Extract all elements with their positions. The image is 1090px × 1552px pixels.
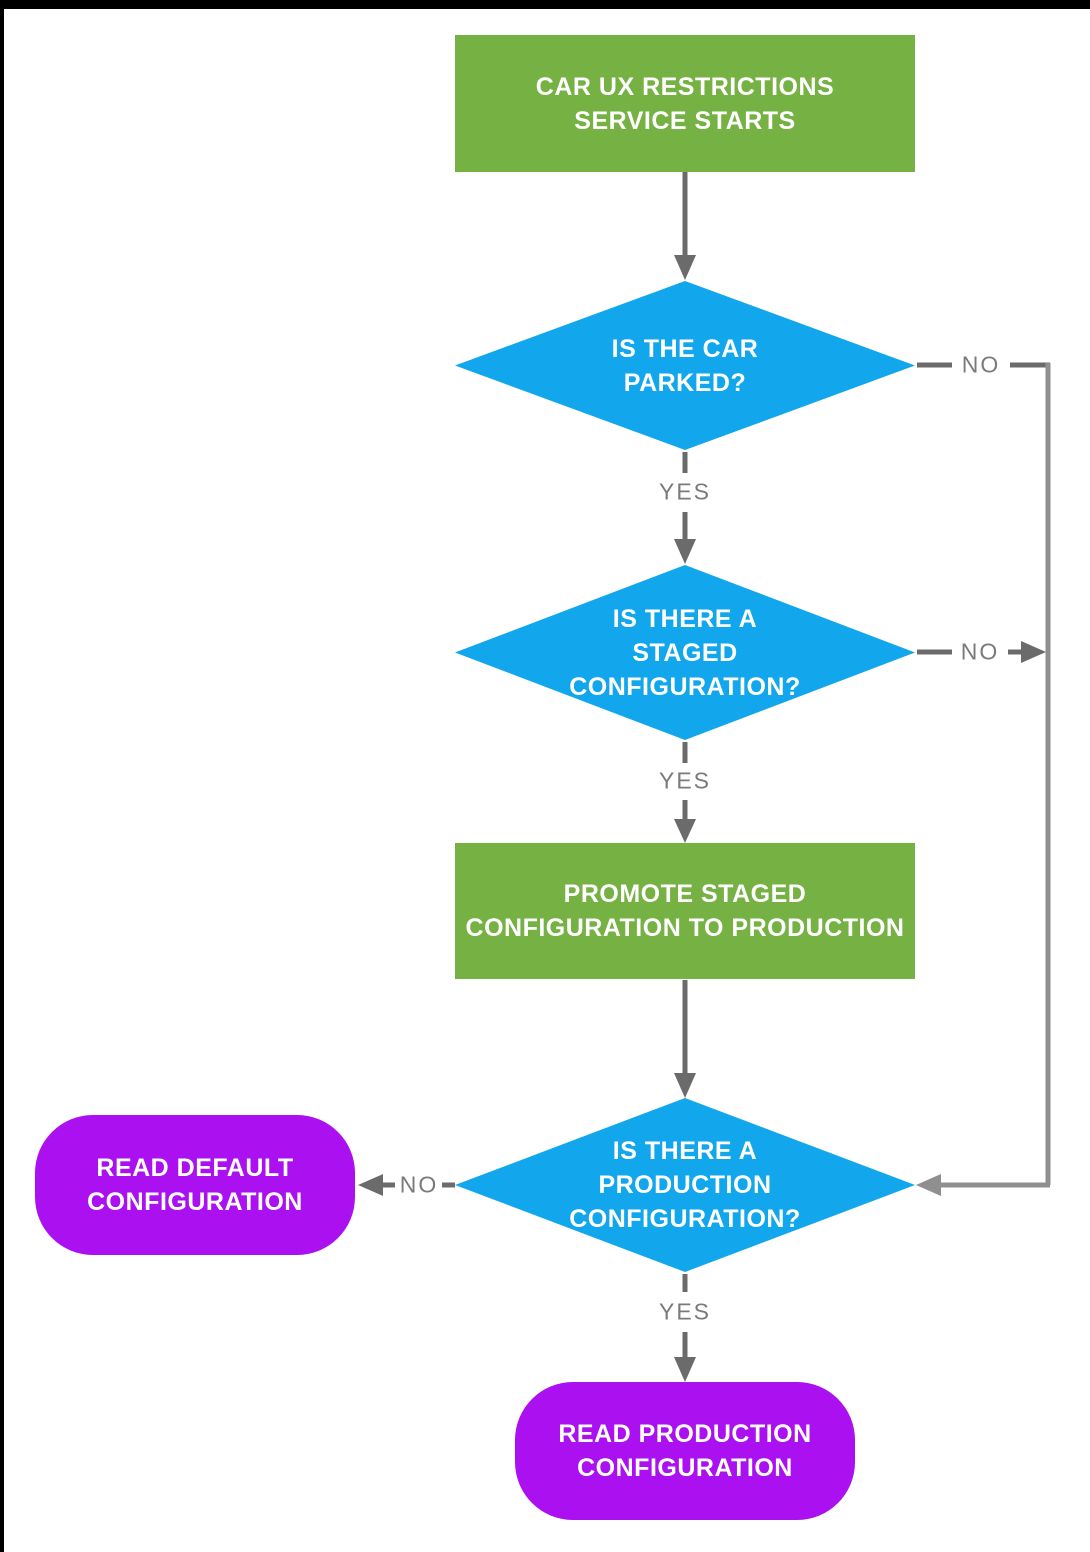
arrowhead-staged-no (1021, 641, 1046, 663)
edge-label-staged-yes: YES (658, 767, 712, 794)
edge-label-staged-no: NO (960, 638, 1000, 665)
window-left-border (0, 0, 4, 1552)
terminal-read-default-configuration: READ DEFAULT CONFIGURATION (35, 1115, 355, 1255)
window-top-border (0, 0, 1090, 9)
start-node: CAR UX RESTRICTIONS SERVICE STARTS (455, 35, 915, 172)
process-promote-staged-configuration: PROMOTE STAGED CONFIGURATION TO PRODUCTI… (455, 843, 915, 979)
edge-label-parked-no: NO (961, 351, 1001, 378)
arrowhead-prod-no (358, 1174, 383, 1196)
terminal-read-production-configuration: READ PRODUCTION CONFIGURATION (515, 1382, 855, 1520)
arrowhead-promote-to-prod (674, 1073, 696, 1098)
arrowhead-staged-yes (674, 819, 696, 843)
arrowhead-loop-to-prod-decision (916, 1174, 941, 1196)
arrowhead-prod-yes (674, 1357, 696, 1382)
edge-label-prod-no: NO (399, 1171, 439, 1198)
edge-label-parked-yes: YES (658, 478, 712, 505)
arrowhead-start-to-parked (674, 255, 696, 280)
edge-label-prod-yes: YES (658, 1298, 712, 1325)
arrowhead-parked-yes (674, 539, 696, 564)
